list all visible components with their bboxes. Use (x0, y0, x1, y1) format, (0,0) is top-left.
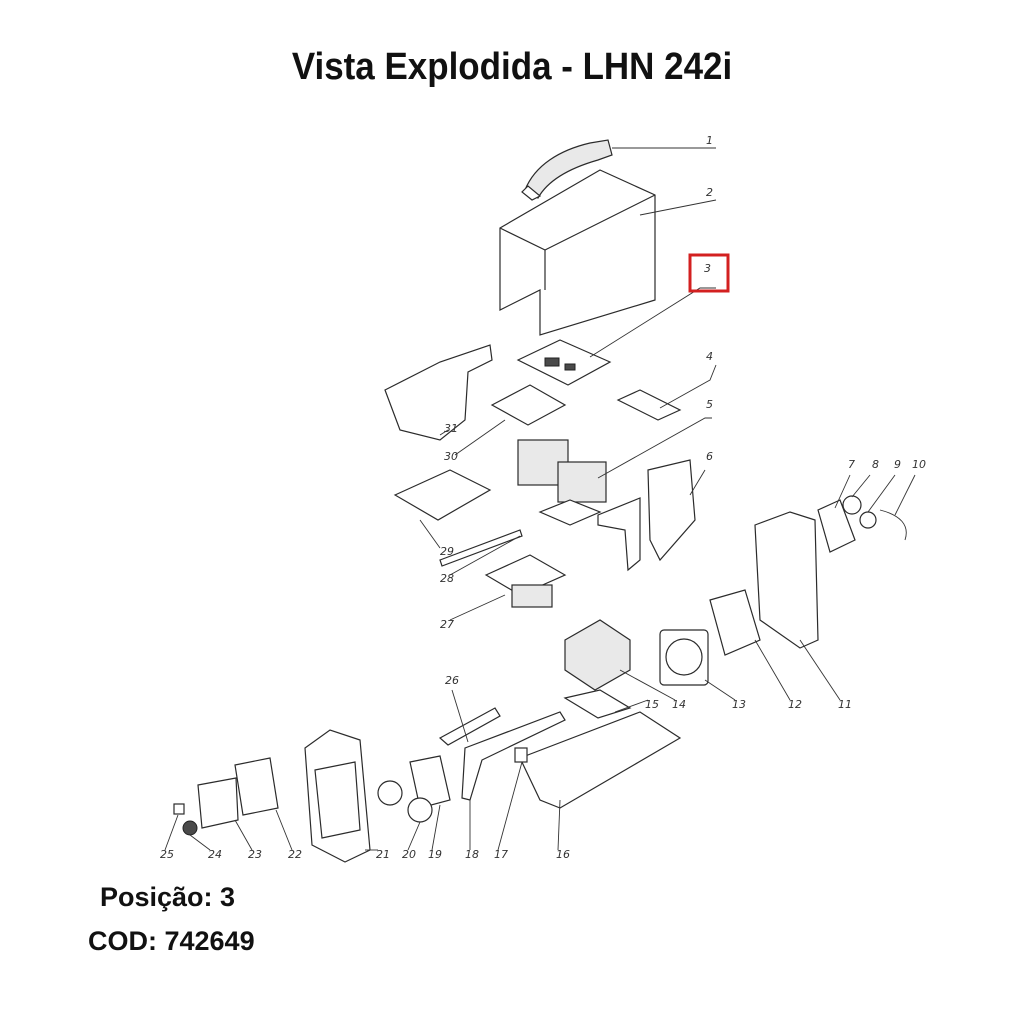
part-pcb-board-3 (516, 339, 612, 386)
part-number-2: 2 (706, 186, 713, 199)
part-knob-cap (173, 803, 185, 815)
part-number-5: 5 (706, 398, 713, 411)
part-plate-29 (393, 469, 492, 521)
part-front-label (197, 777, 239, 829)
part-handle (521, 139, 613, 201)
part-number-15: 15 (645, 698, 659, 711)
part-number-25: 25 (160, 848, 174, 861)
part-control-pcb (234, 757, 279, 816)
part-power-pcb (484, 554, 567, 608)
part-number-1: 1 (706, 134, 713, 147)
part-pcb-30 (490, 384, 567, 426)
part-number-19: 19 (428, 848, 442, 861)
part-transformer (564, 619, 631, 691)
part-bracket-26 (438, 707, 501, 746)
part-number-7: 7 (848, 458, 855, 471)
part-number-20: 20 (402, 848, 416, 861)
leader-lines (164, 147, 916, 851)
part-heatsinks (517, 439, 607, 526)
part-number-4: 4 (706, 350, 713, 363)
part-small-block (514, 747, 528, 763)
part-number-26: 26 (445, 674, 459, 687)
highlight-box (688, 253, 730, 293)
position-label: Posição: 3 (100, 882, 236, 912)
part-number-21: 21 (376, 848, 390, 861)
code-label: COD: 742649 (88, 926, 255, 956)
part-number-6: 6 (706, 450, 713, 463)
part-strip-28 (439, 529, 523, 567)
part-sockets (377, 755, 451, 823)
part-knob (182, 820, 198, 836)
part-top-cover (499, 169, 656, 336)
part-number-9: 9 (894, 458, 901, 471)
part-number-31: 31 (444, 422, 458, 435)
part-front-panel (304, 729, 371, 863)
part-connectors (817, 495, 907, 553)
part-side-assembly (384, 344, 493, 441)
part-number-23: 23 (248, 848, 262, 861)
part-base-tray (519, 711, 682, 809)
part-number-27: 27 (440, 618, 454, 631)
part-number-17: 17 (494, 848, 508, 861)
part-number-24: 24 (208, 848, 222, 861)
part-number-28: 28 (440, 572, 454, 585)
part-number-3: 3 (704, 262, 711, 275)
part-bracket (616, 389, 682, 421)
part-fan-guard (709, 589, 761, 656)
part-fan (659, 629, 709, 686)
part-number-13: 13 (732, 698, 746, 711)
part-number-30: 30 (444, 450, 458, 463)
part-bus-bar (461, 711, 566, 801)
part-number-29: 29 (440, 545, 454, 558)
part-number-10: 10 (912, 458, 926, 471)
part-number-16: 16 (556, 848, 570, 861)
part-insulation-sheet (563, 689, 632, 719)
part-number-18: 18 (465, 848, 479, 861)
part-number-8: 8 (872, 458, 879, 471)
part-number-11: 11 (838, 698, 852, 711)
part-number-14: 14 (672, 698, 686, 711)
page-title: Vista Explodida - LHN 242i (291, 46, 733, 88)
part-rear-panel (754, 511, 819, 649)
part-number-labels: 1 2 3 4 5 6 7 8 9 10 11 12 13 14 15 16 1… (160, 134, 926, 861)
part-number-12: 12 (788, 698, 802, 711)
part-chassis-frame (597, 459, 696, 572)
part-number-22: 22 (288, 848, 302, 861)
